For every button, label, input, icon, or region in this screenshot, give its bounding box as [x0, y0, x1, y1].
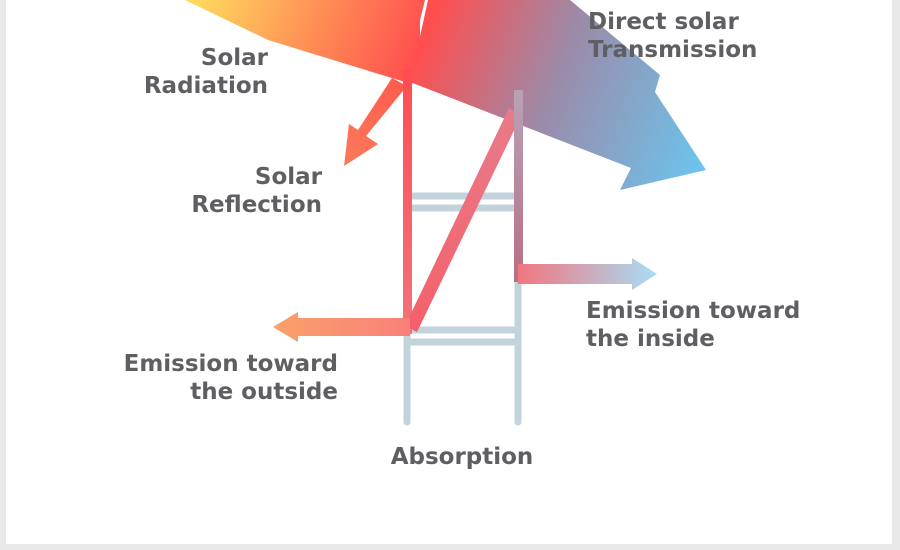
solar-reflection-line-2: Reflection	[191, 192, 322, 218]
solar-radiation-line-1: Solar	[200, 45, 268, 71]
emission-inside-arrow	[518, 258, 657, 290]
solar-reflection-label: Solar Reflection	[170, 163, 322, 219]
emission-inside-line-2: the inside	[586, 326, 715, 352]
direct-transmission-line-2: Transmission	[588, 37, 758, 63]
direct-transmission-arrow	[410, 0, 706, 190]
inner-pane-absorption	[514, 90, 523, 282]
direct-transmission-line-1: Direct solar	[588, 9, 739, 35]
solar-radiation-band	[185, 0, 425, 82]
absorption-label: Absorption	[390, 444, 534, 470]
solar-radiation-label: Solar Radiation	[120, 44, 268, 100]
solar-radiation-line-2: Radiation	[143, 73, 268, 99]
outer-pane-absorption	[403, 70, 412, 334]
emission-inside-label: Emission toward the inside	[586, 297, 806, 353]
direct-transmission-label: Direct solar Transmission	[588, 8, 788, 64]
emission-outside-arrow	[273, 312, 410, 342]
emission-outside-line-1: Emission toward	[123, 351, 338, 377]
solar-reflection-arrow	[344, 78, 407, 166]
solar-reflection-line-1: Solar	[254, 164, 322, 190]
emission-inside-line-1: Emission toward	[586, 298, 801, 324]
emission-outside-label: Emission toward the outside	[118, 350, 338, 406]
cavity-radiation-band	[405, 108, 521, 332]
emission-outside-line-2: the outside	[190, 379, 338, 405]
